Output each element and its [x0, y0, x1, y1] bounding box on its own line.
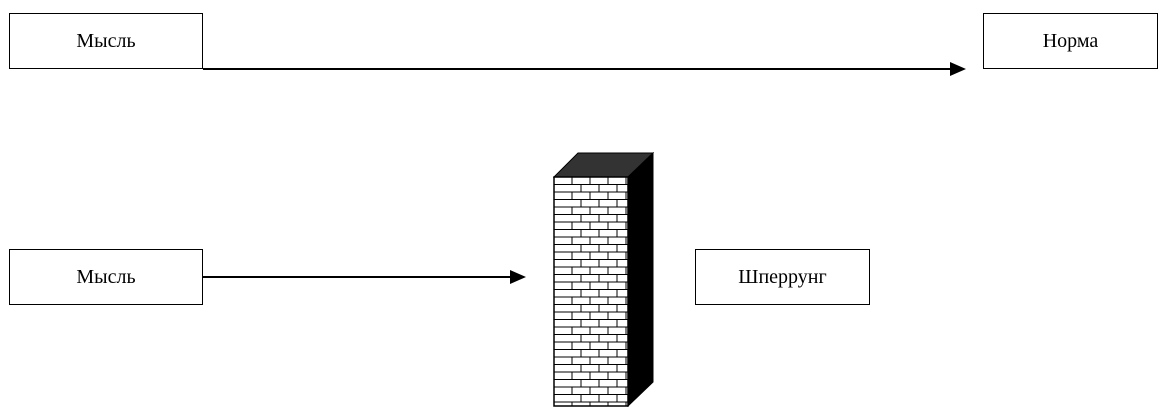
bottom-source-box: Мысль	[9, 249, 203, 305]
top-source-box: Мысль	[9, 13, 203, 69]
arrow-right-icon	[950, 62, 966, 76]
bottom-target-label: Шперрунг	[738, 265, 827, 288]
top-source-label: Мысль	[76, 29, 136, 52]
brick-wall-icon	[553, 152, 654, 407]
arrow-right-icon	[510, 270, 526, 284]
bottom-arrow	[203, 270, 526, 284]
bottom-source-label: Мысль	[76, 265, 136, 288]
top-target-box: Норма	[983, 13, 1158, 69]
top-target-label: Норма	[1042, 29, 1099, 52]
top-arrow	[203, 62, 966, 76]
bottom-target-box: Шперрунг	[695, 249, 870, 305]
